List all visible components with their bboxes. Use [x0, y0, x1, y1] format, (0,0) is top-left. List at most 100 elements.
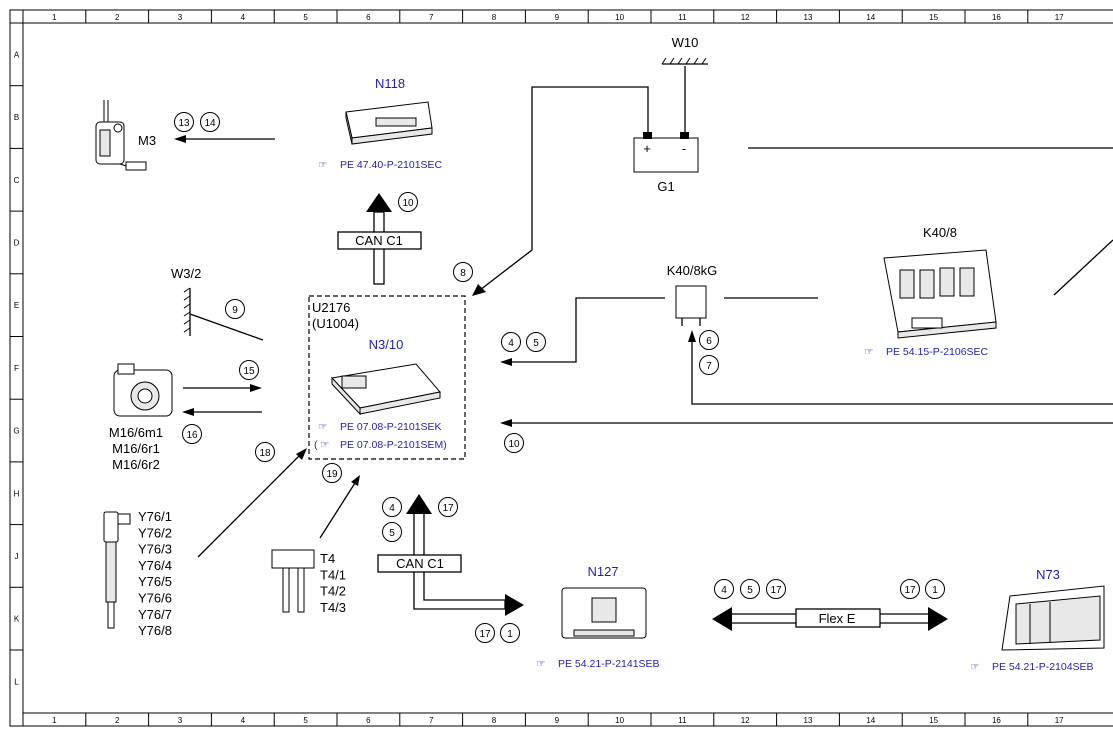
label-line: T4	[320, 551, 335, 566]
callout-15: 15	[239, 360, 259, 380]
callout-14: 14	[200, 112, 220, 132]
callout-5a: 5	[526, 332, 546, 352]
grid-column-label: 15	[929, 13, 938, 22]
n118-label: N118	[375, 76, 405, 91]
grid-column-label: 15	[929, 716, 938, 725]
flex-bus-label: Flex E	[819, 611, 856, 626]
grid-column-label: 10	[615, 13, 624, 22]
svg-text:15: 15	[243, 366, 255, 377]
callout-13: 13	[174, 112, 194, 132]
g1-minus: -	[682, 141, 686, 156]
callout-8: 8	[453, 262, 473, 282]
svg-text:6: 6	[706, 336, 712, 347]
label-line: T4/1	[320, 567, 346, 582]
grid-row-label: D	[14, 238, 20, 247]
callout-17d: 17	[900, 579, 920, 599]
pointing-hand-icon: ☞	[318, 421, 327, 433]
label-line: Y76/6	[138, 591, 172, 606]
ground-icon	[183, 287, 191, 336]
fuel-pump-icon	[95, 100, 147, 171]
svg-text:14: 14	[204, 118, 216, 129]
callout-1a: 1	[500, 623, 520, 643]
u2176-group: U2176 (U1004) N3/10 ☞ PE 07.08-P-2101SEK…	[308, 295, 466, 460]
callout-19: 19	[322, 463, 342, 483]
svg-text:16: 16	[186, 430, 198, 441]
callout-4b: 4	[382, 497, 402, 517]
n127-label: N127	[587, 564, 618, 579]
callout-5b: 5	[382, 522, 402, 542]
grid-column-label: 6	[366, 716, 371, 725]
svg-text:19: 19	[326, 469, 338, 480]
grid-column-label: 2	[115, 13, 120, 22]
svg-text:10: 10	[402, 198, 414, 209]
svg-text:1: 1	[932, 585, 938, 596]
grid-column-label: 4	[241, 716, 246, 725]
callout-4c: 4	[714, 579, 734, 599]
callouts: 13 14 10 8 9 4 5 6 7 15 16 10 18 19 4 17…	[174, 112, 945, 643]
m16-throttle-actuator: M16/6m1 M16/6r1 M16/6r2	[109, 363, 173, 472]
grid-column-label: 7	[429, 716, 434, 725]
pointing-hand-icon: ☞	[320, 439, 329, 451]
can-bus-upper-box	[337, 231, 422, 250]
callout-4a: 4	[501, 332, 521, 352]
n73-label: N73	[1036, 567, 1060, 582]
grid-frame	[9, 9, 1113, 727]
n73-control-unit: N73 ☞ PE 54.21-P-2104SEB	[970, 567, 1105, 673]
grid-column-label: 7	[429, 13, 434, 22]
label-line: Y76/1	[138, 509, 172, 524]
grid-row-label: L	[14, 677, 19, 686]
grid-column-label: 9	[555, 716, 560, 725]
label-line: Y76/5	[138, 574, 172, 589]
k40-8-ref: PE 54.15-P-2106SEC	[886, 346, 989, 358]
g1-battery: + - G1	[633, 132, 699, 194]
callout-17a: 17	[438, 497, 458, 517]
k40-8-fuse-box: K40/8 ☞ PE 54.15-P-2106SEC	[864, 225, 997, 358]
ignition-switch-icon	[1001, 585, 1105, 651]
pointing-hand-icon: ☞	[536, 658, 545, 670]
pointing-hand-icon: ☞	[970, 661, 979, 673]
grid-column-label: 13	[804, 13, 813, 22]
throttle-body-icon	[113, 363, 173, 417]
n3-10-label: N3/10	[369, 337, 404, 352]
grid-column-label: 13	[804, 716, 813, 725]
connections	[174, 66, 1113, 631]
control-unit-icon	[561, 587, 647, 639]
n3-10-ref2-open: (	[314, 439, 318, 451]
injector-icon	[103, 511, 131, 629]
k40-8kg-label: K40/8kG	[667, 263, 718, 278]
label-line: Y76/7	[138, 607, 172, 622]
callout-7: 7	[699, 355, 719, 375]
svg-text:1: 1	[507, 629, 513, 640]
svg-text:17: 17	[479, 629, 491, 640]
svg-text:5: 5	[747, 585, 753, 596]
grid-column-label: 10	[615, 716, 624, 725]
n118-ref: PE 47.40-P-2101SEC	[340, 159, 443, 171]
svg-text:9: 9	[232, 305, 238, 316]
grid-column-label: 16	[992, 716, 1001, 725]
grid-row-label: C	[14, 176, 20, 185]
grid-column-label: 17	[1055, 13, 1064, 22]
grid-column-label: 12	[741, 716, 750, 725]
g1-label: G1	[657, 179, 674, 194]
svg-text:4: 4	[721, 585, 727, 596]
svg-text:7: 7	[706, 361, 712, 372]
grid-column-label: 14	[866, 716, 875, 725]
callout-10a: 10	[398, 192, 418, 212]
grid-column-label: 16	[992, 13, 1001, 22]
svg-text:18: 18	[259, 448, 271, 459]
can-bus-upper: CAN C1	[337, 193, 422, 285]
relay-icon	[675, 285, 707, 326]
w3-2-label: W3/2	[171, 266, 201, 281]
grid-row-label: K	[14, 615, 20, 624]
svg-text:4: 4	[389, 503, 395, 514]
callout-10b: 10	[504, 433, 524, 453]
callout-16: 16	[182, 424, 202, 444]
label-line: Y76/3	[138, 542, 172, 557]
svg-text:4: 4	[508, 338, 514, 349]
